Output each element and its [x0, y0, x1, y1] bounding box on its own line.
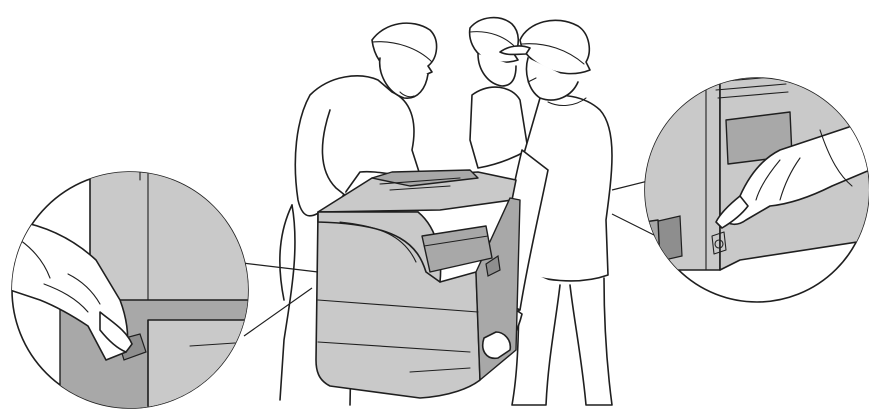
left-handle-detail: [11, 171, 249, 409]
person-middle: [468, 16, 529, 169]
latch-icon: [711, 231, 727, 255]
right-handle-detail: [644, 77, 869, 303]
hand-right-printer: [482, 331, 512, 360]
person-left: [279, 22, 438, 406]
printer: [315, 169, 521, 399]
